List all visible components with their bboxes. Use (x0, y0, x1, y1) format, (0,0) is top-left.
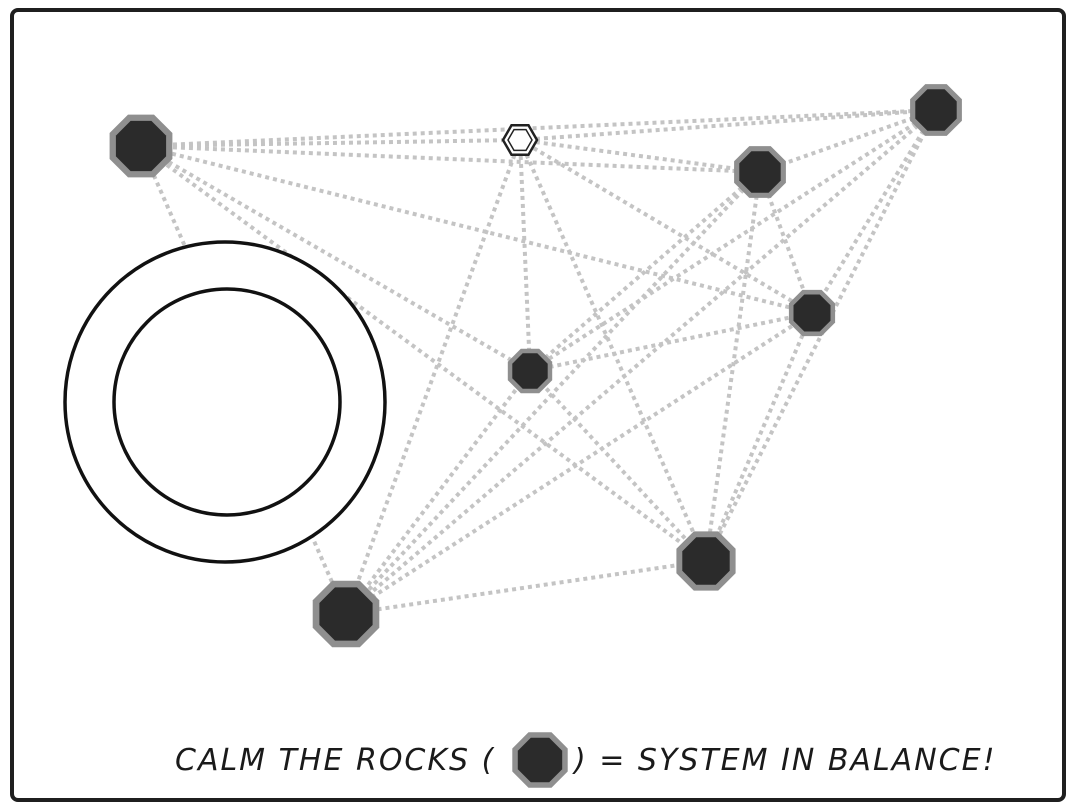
rock-octagon-icon[interactable] (734, 146, 786, 198)
rock-octagon-icon[interactable] (910, 84, 962, 136)
balance-ring (63, 240, 387, 564)
connection-line (344, 369, 532, 616)
caption-rock-icon (512, 732, 568, 788)
rock-octagon-icon[interactable] (676, 531, 736, 591)
rock-octagon-icon[interactable] (312, 580, 380, 648)
connection-line (344, 170, 762, 616)
connection-line (519, 108, 937, 142)
connection-line (139, 144, 532, 373)
rock-core (915, 89, 957, 131)
connection-line (519, 138, 761, 174)
caption: CALM THE ROCKS ( ) = SYSTEM IN BALANCE! (175, 732, 997, 788)
connection-line (704, 171, 762, 562)
hexagon-outline-icon[interactable] (501, 124, 539, 156)
rock-core (319, 587, 373, 641)
board-frame (10, 8, 1066, 802)
rock-core (682, 537, 730, 585)
rock-core (793, 294, 831, 332)
caption-text-before: CALM THE ROCKS ( (175, 743, 495, 778)
connection-line (139, 144, 708, 563)
rock-octagon-icon[interactable] (507, 348, 553, 394)
balance-ring-inner (112, 287, 342, 517)
connection-line (528, 369, 708, 563)
rock-octagon-icon[interactable] (788, 289, 836, 337)
connection-line (528, 108, 938, 373)
connection-line (704, 312, 814, 562)
caption-text-after: ) = SYSTEM IN BALANCE! (572, 743, 997, 778)
rock-octagon-icon[interactable] (109, 114, 173, 178)
connection-line (140, 138, 521, 148)
rock-core (512, 353, 548, 389)
connection-line (518, 138, 814, 315)
connection-line (759, 108, 937, 174)
rock-core (739, 151, 781, 193)
connection-line (528, 170, 762, 373)
connection-line (140, 144, 813, 315)
connection-line (518, 139, 532, 372)
rock-core (115, 120, 167, 172)
connection-line (344, 108, 938, 616)
rock-nodes (109, 84, 962, 648)
